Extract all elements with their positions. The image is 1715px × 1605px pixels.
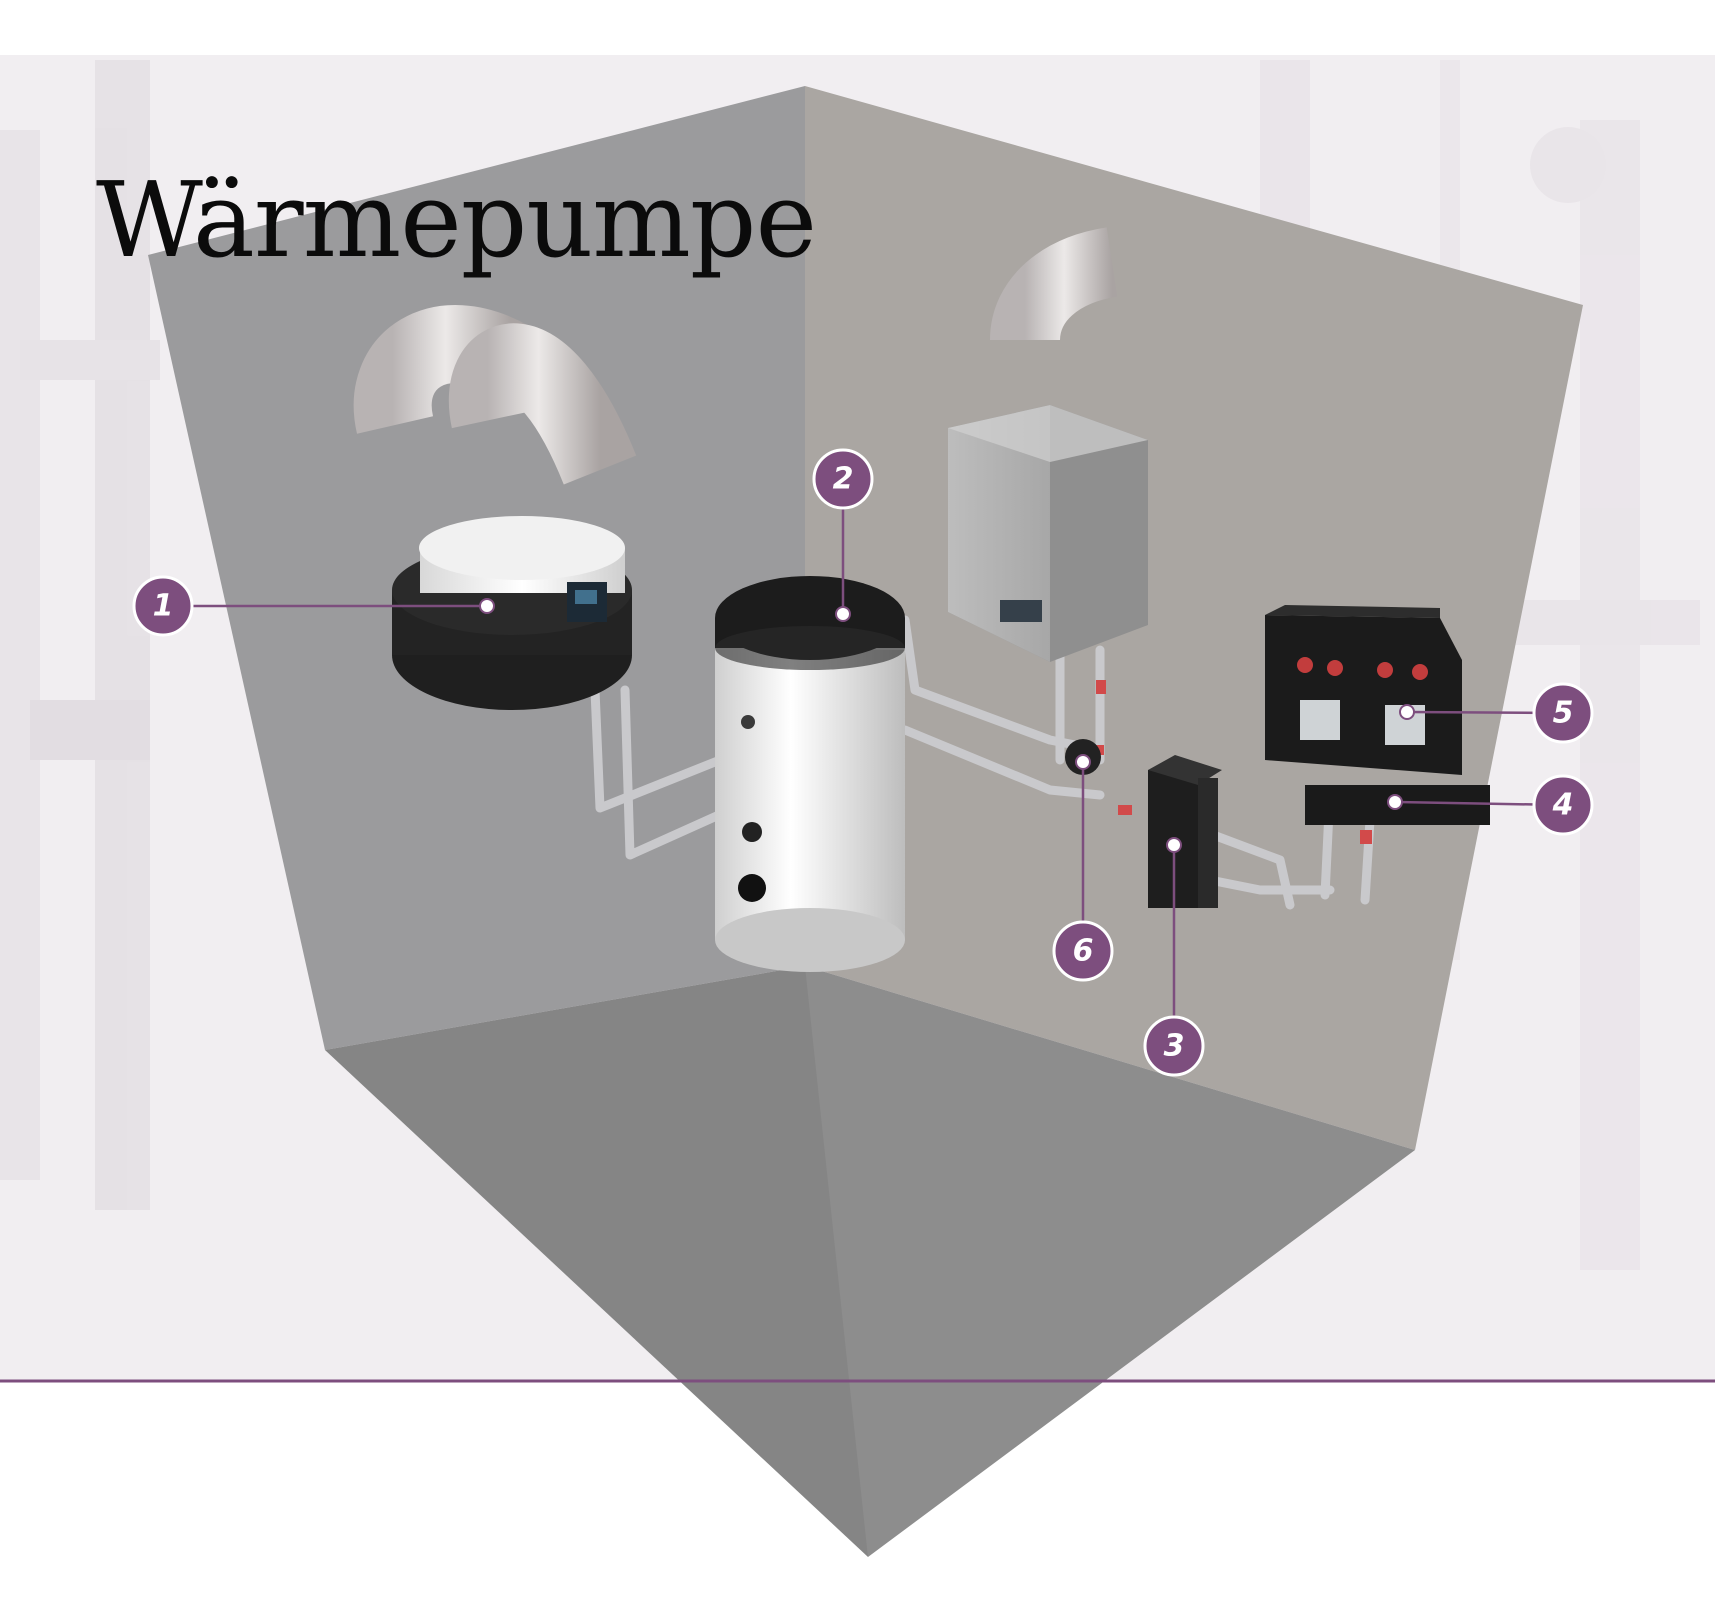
callout-2-label: 2 xyxy=(833,462,854,497)
callout-4: 4 xyxy=(1534,776,1592,834)
callout-1-label: 1 xyxy=(153,589,174,624)
callout-5-label: 5 xyxy=(1553,696,1574,731)
storage-tank xyxy=(715,576,905,972)
callout-4-label: 4 xyxy=(1552,788,1574,823)
callout-3-label: 3 xyxy=(1164,1029,1185,1064)
callout-3: 3 xyxy=(1145,1017,1203,1075)
page-title: Wärmepumpe xyxy=(96,168,816,272)
callout-6: 6 xyxy=(1054,922,1112,980)
pump-group xyxy=(1265,605,1462,775)
callout-1: 1 xyxy=(134,577,192,635)
callout-6-label: 6 xyxy=(1073,934,1094,969)
callout-5: 5 xyxy=(1534,684,1592,742)
callout-2: 2 xyxy=(814,450,872,508)
